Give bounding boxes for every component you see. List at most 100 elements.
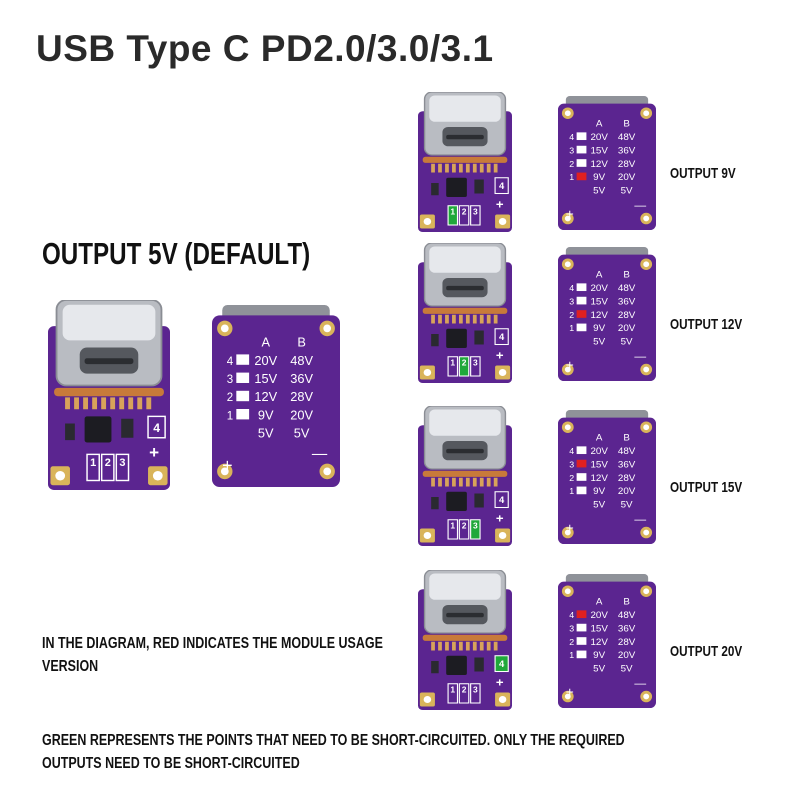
connector-pin	[493, 163, 498, 173]
page-title: USB Type C PD2.0/3.0/3.1	[36, 28, 494, 69]
mount-hole-center	[643, 693, 650, 700]
value-b: 28V	[618, 473, 636, 484]
connector-pin	[472, 641, 477, 651]
pad-1	[447, 519, 459, 540]
connector-pin	[452, 477, 456, 487]
mount-hole-center	[643, 261, 650, 268]
table-col-b: B	[623, 270, 630, 281]
connector-pin	[101, 397, 107, 410]
connector-pin	[431, 163, 435, 173]
connector-pin	[493, 477, 498, 487]
value-a: 5V	[258, 426, 274, 441]
plus-mark: +	[566, 207, 574, 222]
pd-chip	[446, 177, 467, 197]
value-a: 12V	[254, 389, 277, 404]
default-output-heading: OUTPUT 5V (DEFAULT)	[42, 236, 311, 271]
mount-hole-center	[152, 471, 163, 481]
row-number: 2	[569, 473, 574, 483]
mount-hole-center	[564, 215, 571, 222]
connector-pin	[479, 314, 484, 324]
pad-1	[447, 356, 459, 377]
connector-pin	[431, 477, 435, 487]
mount-hole-center	[643, 588, 650, 595]
pad-2-label: 2	[105, 457, 111, 469]
connector-pin	[493, 641, 498, 651]
value-b: 5V	[621, 664, 634, 675]
minus-mark: —	[634, 350, 646, 363]
minus-mark: —	[634, 677, 646, 690]
pad-4-label: 4	[499, 659, 504, 669]
pad-4-label: 4	[153, 421, 160, 435]
mount-hole-center	[498, 218, 507, 225]
copper-strip	[54, 387, 164, 397]
value-a: 20V	[590, 446, 608, 457]
connector-pin	[486, 477, 491, 487]
usb-c-shine	[429, 95, 501, 122]
value-a: 12V	[590, 159, 608, 170]
output-label: OUTPUT 9V	[670, 165, 736, 182]
mount-hole-center	[643, 110, 650, 117]
mount-hole-center	[423, 369, 432, 376]
connector-pin	[452, 163, 456, 173]
connector-pin	[445, 477, 449, 487]
pad-4	[494, 491, 509, 509]
mount-hole-center	[323, 467, 332, 476]
jumper-pad	[576, 145, 587, 154]
mount-hole-center	[498, 696, 507, 703]
copper-strip	[422, 307, 508, 314]
connector-pin	[137, 397, 143, 410]
value-b: 5V	[621, 186, 634, 197]
row-number: 1	[569, 486, 574, 496]
pad-1	[86, 453, 100, 482]
connector-pin	[458, 314, 463, 324]
connector-pin	[83, 397, 89, 410]
value-a: 15V	[590, 146, 608, 157]
connector-pin	[479, 641, 484, 651]
green-note-text: GREEN REPRESENTS THE POINTS THAT NEED TO…	[42, 732, 625, 772]
minus-mark: —	[634, 199, 646, 212]
mount-hole-center	[498, 369, 507, 376]
mount-hole-center	[423, 696, 432, 703]
value-a: 9V	[593, 650, 606, 661]
smd-component	[474, 330, 484, 345]
pad-4	[147, 415, 166, 439]
pad-1-label: 1	[450, 686, 455, 695]
value-a: 5V	[593, 337, 606, 348]
value-b: 28V	[290, 389, 313, 404]
smd-component	[431, 497, 439, 510]
output-label: OUTPUT 20V	[670, 643, 743, 660]
value-a: 5V	[593, 664, 606, 675]
mount-hole-center	[55, 471, 66, 481]
row-number: 4	[569, 283, 574, 293]
row-number: 1	[227, 409, 233, 422]
value-b: 36V	[290, 371, 313, 386]
output-label: OUTPUT 12V	[670, 316, 743, 333]
selected-jumper	[576, 172, 587, 181]
connector-pin	[458, 163, 463, 173]
value-b: 28V	[618, 310, 636, 321]
connector-pin	[465, 163, 470, 173]
connector-pin	[465, 641, 470, 651]
smd-component	[474, 493, 484, 508]
row-number: 3	[569, 624, 574, 634]
value-a: 9V	[593, 323, 606, 334]
value-b: 36V	[618, 460, 636, 471]
pad-2	[458, 519, 470, 540]
connector-pin	[486, 314, 491, 324]
usb-c-tongue	[446, 134, 484, 140]
connector-pin	[92, 397, 98, 410]
value-b: 20V	[618, 172, 636, 183]
